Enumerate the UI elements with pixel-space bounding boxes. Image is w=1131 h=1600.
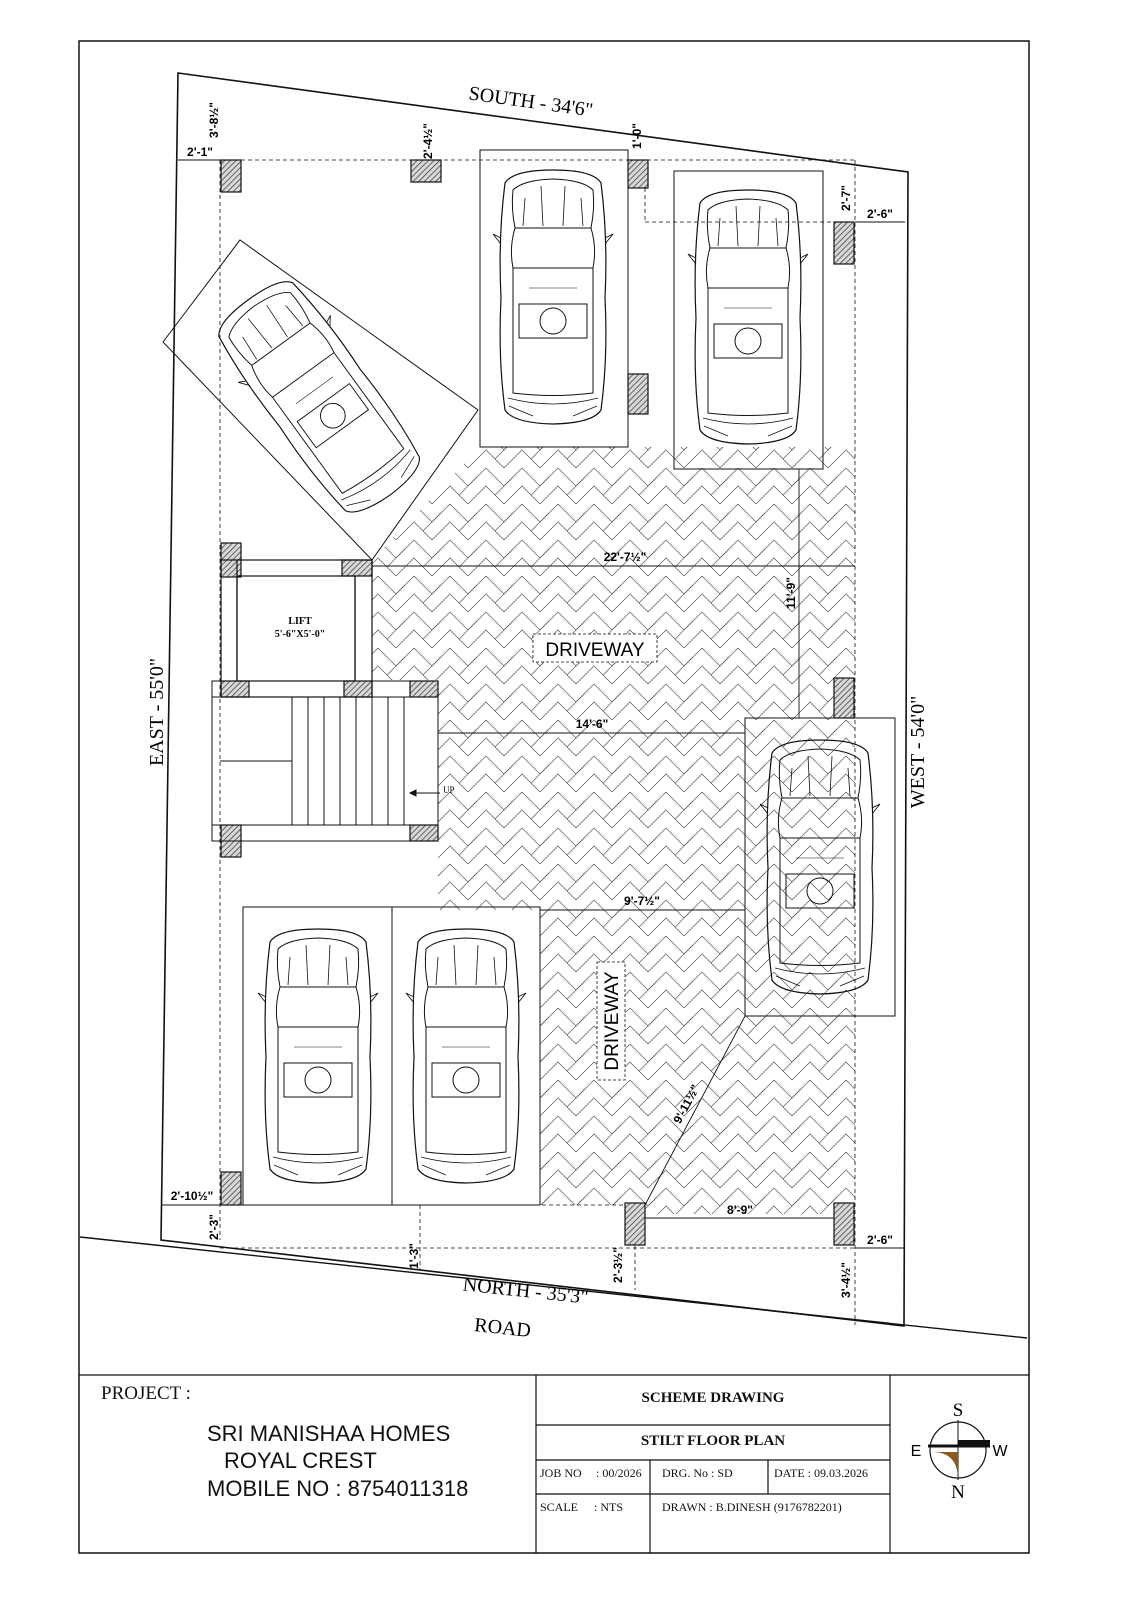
dim-bottom-left-setback: 2'-10½" — [171, 1189, 214, 1203]
car-bay-2 — [687, 189, 809, 445]
scale-label: SCALE — [540, 1500, 579, 1514]
project-sub: ROYAL CREST — [224, 1448, 377, 1473]
dim-bottom-right-setback: 2'-6" — [867, 1233, 893, 1247]
dim-top-left-setback: 2'-1" — [187, 145, 213, 159]
compass-w: W — [992, 1443, 1008, 1460]
parking-bays — [162, 149, 896, 1206]
drawing-date: DATE : 09.03.2026 — [774, 1466, 868, 1480]
dim-height-11: 11'-9" — [784, 577, 798, 609]
job-no-label: JOB NO — [540, 1466, 582, 1480]
setback-lines — [219, 159, 905, 1325]
dim-top-mid-vertical: 2'-4½" — [421, 123, 435, 159]
compass-s: S — [953, 1400, 964, 1421]
stair-up-label: UP — [443, 785, 455, 795]
driveway-main-label: DRIVEWAY — [545, 640, 645, 661]
north-boundary-label: NORTH - 35'3" — [462, 1274, 590, 1309]
dim-bottom-right-mid-vertical: 2'-3½" — [611, 1247, 625, 1283]
drawing-number: DRG. No : SD — [662, 1466, 733, 1480]
dim-right-top-setback: 2'-6" — [867, 207, 893, 221]
driveway-paving — [372, 447, 855, 1214]
lift-title: LIFT — [288, 616, 312, 627]
dim-width-22: 22'-7½" — [604, 550, 647, 564]
road-label: ROAD — [473, 1314, 532, 1342]
plan-title: STILT FLOOR PLAN — [640, 1433, 786, 1449]
compass-icon — [928, 1420, 990, 1480]
dim-bottom-left-vertical: 2'-3" — [207, 1214, 221, 1240]
dim-bottom-right-vertical: 3'-4½" — [839, 1262, 853, 1298]
title-block-frame — [79, 1374, 1029, 1553]
compass-e: E — [911, 1443, 922, 1460]
driveway-lower-label-box — [596, 961, 626, 1081]
mobile-number: MOBILE NO : 8754011318 — [207, 1476, 469, 1501]
dimension-lines — [161, 159, 905, 1249]
job-no-value: : 00/2026 — [596, 1466, 642, 1480]
dim-width-9: 9'-7½" — [624, 894, 660, 908]
driveway-label-box — [532, 633, 658, 663]
dim-right-top-vertical: 2'-7" — [839, 185, 853, 211]
car-bay-3 — [201, 265, 438, 529]
scale-value: : NTS — [594, 1500, 624, 1514]
drawn-by: DRAWN : B.DINESH (9176782201) — [662, 1500, 842, 1514]
lift-size: 5'-6"X5'-0" — [275, 629, 326, 640]
west-boundary-label: WEST - 54'0" — [907, 696, 929, 809]
road-edge-line — [79, 1236, 1028, 1339]
dim-top-left-vertical: 3'-8½" — [207, 102, 221, 138]
car-bay-1 — [492, 169, 614, 425]
compass-n: N — [951, 1482, 965, 1503]
dim-width-14: 14'-6" — [576, 717, 609, 731]
project-name: SRI MANISHAA HOMES — [207, 1421, 451, 1446]
plot-boundary — [160, 72, 909, 1327]
dim-bottom-mid-vertical: 1'-3" — [407, 1243, 421, 1269]
dim-width-8: 8'-9" — [727, 1203, 753, 1217]
sheet-border — [78, 40, 1030, 1554]
driveway-lower-label: DRIVEWAY — [602, 971, 623, 1071]
dim-top-right-vertical: 1'-0" — [630, 123, 644, 149]
scheme-title: SCHEME DRAWING — [641, 1390, 785, 1406]
east-boundary-label: EAST - 55'0" — [146, 658, 168, 766]
car-bay-5 — [257, 928, 379, 1184]
columns — [220, 159, 855, 1246]
car-bay-6 — [405, 928, 527, 1184]
south-boundary-label: SOUTH - 34'6" — [467, 82, 594, 121]
staircase — [211, 680, 440, 842]
project-label: PROJECT : — [101, 1383, 191, 1404]
